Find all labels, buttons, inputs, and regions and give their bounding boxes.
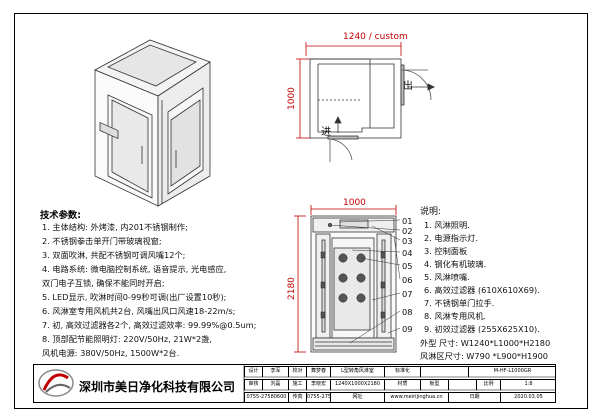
side-nozzle [320, 251, 326, 259]
air-nozzle [338, 293, 348, 303]
spec-line: 风机电源: 380V/50Hz, 1500W*2台. [42, 348, 180, 358]
spec-line: 1. 主体结构: 外烤漆, 内201不锈钢制作; [42, 222, 188, 232]
width-note: / custom [368, 32, 408, 42]
front-view-callouts [329, 219, 401, 344]
title-block-cell: 传真 [288, 392, 306, 403]
callout-09: 09 [402, 324, 413, 334]
legend-item: 6. 高效过滤器 (610X610X69). [424, 285, 540, 295]
title-block-cell: 舞梦春 [306, 366, 330, 377]
callout-03: 03 [402, 236, 413, 246]
air-nozzle [338, 253, 348, 263]
title-block-cell: 设计 [244, 366, 262, 377]
front-view [294, 205, 397, 353]
top-view-depth-label: 1000 [287, 87, 297, 110]
legend-item: 3. 控制面板 [424, 246, 468, 256]
title-block-cell: 0755-27580600 [244, 392, 288, 403]
callout-05: 05 [402, 261, 413, 271]
legend-item: 2. 电源指示灯. [424, 233, 478, 243]
title-block-cell: 1:8 [500, 379, 556, 390]
title-block-cell: 1240X1000X2180 [330, 379, 384, 390]
legend-item: 4. 钢化有机玻璃. [424, 259, 487, 269]
callout-leader [393, 235, 401, 280]
title-block-cell: 2020.03.05 [500, 392, 556, 403]
title-block-cell: 标准化 [384, 366, 420, 377]
callout-07: 07 [402, 289, 413, 299]
front-view-height-label: 2180 [287, 277, 297, 300]
specs-title: 技术参数: [40, 210, 81, 221]
callout-06: 06 [402, 275, 413, 285]
callout-02: 02 [402, 226, 413, 236]
top-view-width-label: 1240 / custom [343, 32, 408, 42]
isometric-view [94, 39, 211, 207]
callout-leader [371, 225, 401, 241]
callout-leader [339, 219, 401, 223]
side-nozzle [320, 281, 326, 289]
front-view-width-label: 1000 [343, 198, 366, 208]
spec-line: 5. LED显示, 吹淋时间0-99秒可调(出厂设置10秒); [42, 292, 227, 302]
entry-label: 进 [321, 127, 331, 138]
spec-line: 4. 电路系统: 微电脑控制系统, 语音提示, 光电感应, [42, 264, 227, 274]
title-block-cell: 刘磊 [262, 379, 288, 390]
side-nozzle [380, 251, 386, 259]
callout-leader [351, 249, 401, 253]
title-block-cell: M-HF-L1000GR [468, 366, 556, 377]
title-block-cell: 网址 [330, 392, 384, 403]
legend-item: 5. 风淋喷嘴. [424, 272, 470, 282]
callout-leader [387, 327, 401, 334]
air-nozzle [356, 273, 366, 283]
legend-item: 9. 初效过滤器 (255X625X10). [424, 324, 540, 334]
title-block-cell: 材质 [384, 379, 420, 390]
side-nozzle [380, 311, 386, 319]
callout-04: 04 [402, 248, 413, 258]
company-logo-icon [38, 369, 74, 397]
title-block-cell: L型转角风淋室 [330, 366, 384, 377]
spec-line: 2. 不锈钢拳击单开门带玻璃视窗; [42, 236, 162, 246]
width-value: 1240 [343, 32, 366, 42]
spec-line: 8. 顶部配节能照明灯: 220V/50Hz, 21W*2盏, [42, 334, 212, 344]
title-block-cell: 施工 [288, 379, 306, 390]
title-block-cell: 李军 [262, 366, 288, 377]
front-view-nozzles [320, 251, 386, 319]
title-block-cell: 比例 [476, 379, 500, 390]
title-block-cell: 审核 [244, 379, 262, 390]
title-block-cell: 李晓宏 [306, 379, 330, 390]
drawing-sheet-border [14, 13, 588, 409]
title-block [33, 364, 556, 403]
spec-line: 双门电子互锁, 确保不能同时开启; [42, 278, 165, 288]
air-nozzle [356, 293, 366, 303]
title-block-cell: 校对 [288, 366, 306, 377]
air-nozzle [338, 273, 348, 283]
exit-label: 出 [403, 81, 413, 92]
callout-leader [349, 310, 401, 344]
title-block-cell: 0755-27580600 [306, 392, 330, 403]
spec-line: 7. 初, 高效过滤器各2个, 高效过滤效率: 99.99%@0.5um; [42, 320, 257, 330]
callout-01: 01 [402, 216, 413, 226]
title-block-cell [448, 379, 476, 390]
callout-leader [329, 224, 401, 231]
company-name: 深圳市美日净化科技有限公司 [79, 380, 236, 394]
legend-item: 8. 风淋专用风机. [424, 311, 487, 321]
side-nozzle [380, 281, 386, 289]
title-block-cell: www.meirijinghua.cn [384, 392, 448, 403]
top-view [296, 42, 435, 162]
callout-08: 08 [402, 307, 413, 317]
legend-item: 7. 不锈钢单门拉手. [424, 298, 495, 308]
side-nozzle [320, 311, 326, 319]
title-block-cell: 日期 [448, 392, 500, 403]
callout-leader [371, 292, 401, 301]
spec-line: 3. 双面吹淋, 共配不锈钢可调风嘴12个; [42, 250, 186, 260]
callout-leader [360, 257, 401, 266]
legend-item: 1. 风淋照明. [424, 220, 470, 230]
spec-line: 6. 风淋室专用风机共2台, 风嘴出风口风速18-22m/s; [42, 306, 236, 316]
outer-size: 外型 尺寸: W1240*L1000*H2180 [420, 338, 551, 348]
title-block-cell [420, 366, 468, 377]
title-block-cell: 板型 [420, 379, 448, 390]
legend-title: 说明: [420, 207, 442, 217]
shower-area-size: 风淋区尺寸: W790 *L900*H1900 [420, 351, 548, 361]
